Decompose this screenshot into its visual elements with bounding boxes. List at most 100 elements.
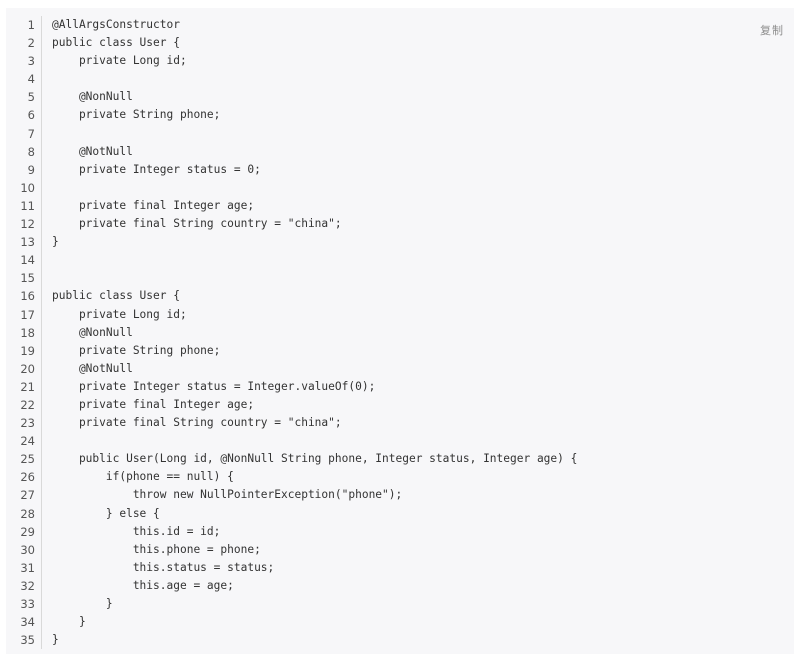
line-code: if(phone == null) { [52,470,234,484]
gutter-divider [41,142,42,161]
line-number: 22 [20,397,35,412]
line-code [42,251,794,269]
code-line: 14 [6,251,794,270]
code-line: 4 [6,70,794,89]
gutter-divider [41,178,42,197]
code-line: 23 private final String country = "china… [6,414,794,433]
code-line: 5 @NonNull [6,88,794,107]
line-code: this.status = status; [52,560,275,574]
line-code: private final Integer age; [52,397,255,411]
line-number: 8 [27,144,35,159]
gutter-divider [41,359,42,378]
gutter-divider [41,305,42,324]
line-number: 24 [20,434,35,449]
gutter-divider [41,160,42,179]
gutter-divider [41,269,42,288]
code-line: 18 @NonNull [6,323,794,342]
code-line: 3 private Long id; [6,52,794,71]
copy-button[interactable]: 复制 [760,24,784,37]
gutter-divider [41,88,42,107]
code-line: 31 this.status = status; [6,558,794,577]
code-line: 25 public User(Long id, @NonNull String … [6,450,794,469]
gutter-divider [41,341,42,360]
gutter-divider [41,377,42,396]
line-code [42,70,794,88]
line-code: private Long id; [52,54,187,68]
code-line: 1 @AllArgsConstructor [6,16,794,35]
code-line: 19 private String phone; [6,341,794,360]
gutter-divider [41,613,42,632]
line-number: 26 [20,470,35,485]
gutter-divider [41,414,42,433]
code-line: 11 private final Integer age; [6,196,794,216]
line-code: private String phone; [52,343,221,357]
gutter-divider [41,233,42,252]
line-number: 25 [20,452,35,467]
line-number: 2 [27,36,35,51]
gutter-divider [41,522,42,541]
code-line: 30 this.phone = phone; [6,540,794,559]
line-code: private Long id; [52,307,187,321]
gutter-divider [41,52,42,71]
code-line: 8 @NotNull [6,142,794,161]
line-code: } [52,633,59,647]
line-number: 19 [20,343,35,358]
line-code: } else { [52,506,160,520]
line-code: private final String country = "china"; [52,217,342,231]
code-line: 24 [6,432,794,451]
line-number: 31 [20,560,35,575]
gutter-divider [41,251,42,270]
code-line: 26 if(phone == null) { [6,468,794,487]
gutter-divider [41,576,42,595]
line-number: 18 [20,325,35,340]
code-line: 20 @NotNull [6,359,794,378]
line-code [42,125,794,143]
line-number: 27 [20,488,35,503]
line-code: private Integer status = 0; [52,162,261,176]
line-number: 7 [27,126,35,141]
line-code: @NotNull [52,144,133,158]
code-line: 27 throw new NullPointerException("phone… [6,486,794,505]
code-line: 35} [6,631,794,650]
line-code: private final Integer age; [52,198,255,212]
gutter-divider [41,70,42,89]
line-code: this.age = age; [52,578,234,592]
line-number: 17 [20,307,35,322]
line-number: 1 [27,18,35,32]
gutter-divider [41,540,42,559]
line-number: 9 [27,162,35,177]
code-line: 9 private Integer status = 0; [6,160,794,179]
code-line: 21 private Integer status = Integer.valu… [6,377,794,396]
line-code: } [52,235,59,249]
line-code: this.id = id; [52,524,221,538]
line-number: 3 [27,54,35,69]
line-code: @NonNull [52,325,133,339]
gutter-divider [41,106,42,125]
line-number: 28 [20,506,35,521]
code-line: 10 [6,178,794,197]
code-line: 12 private final String country = "china… [6,215,794,234]
code-line: 28 } else { [6,504,794,523]
code-line: 33 } [6,595,794,614]
gutter-divider [41,468,42,487]
gutter-divider [41,196,42,216]
line-code [42,432,794,450]
line-number: 23 [20,416,35,431]
line-code: private String phone; [52,108,221,122]
gutter-divider [41,124,42,143]
line-number: 11 [20,198,35,213]
code-line: 6 private String phone; [6,106,794,125]
line-number: 20 [20,361,35,376]
code-line: 34 } [6,613,794,632]
code-line: 29 this.id = id; [6,522,794,541]
line-code: public class User { [52,289,180,303]
code-line: 15 [6,269,794,288]
code-line: 22 private final Integer age; [6,395,794,415]
gutter-divider [41,215,42,234]
line-code: @AllArgsConstructor [52,18,180,31]
line-code: private final String country = "china"; [52,416,342,430]
line-number: 15 [20,271,35,286]
gutter-divider [41,323,42,342]
